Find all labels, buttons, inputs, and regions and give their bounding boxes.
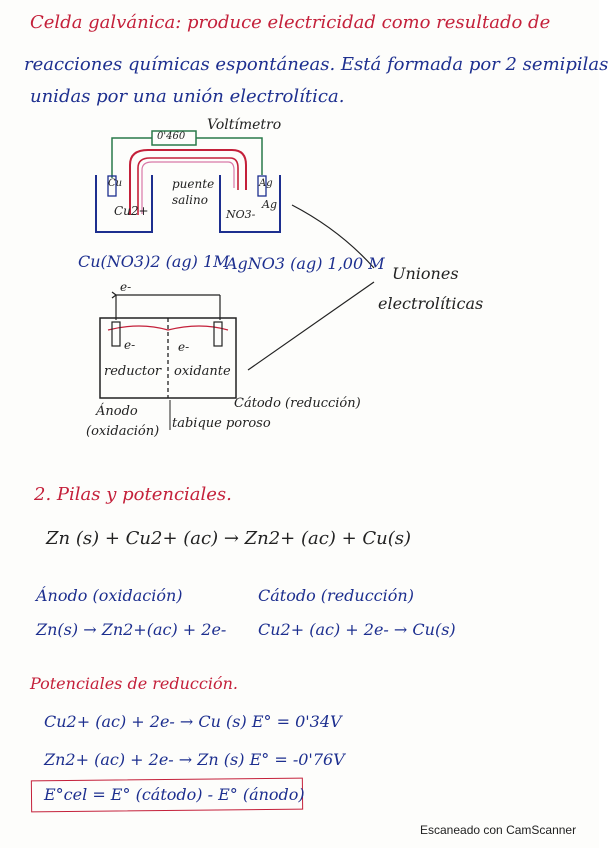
uniones-label-2: electrolíticas bbox=[378, 294, 484, 313]
cathode-rod bbox=[213, 321, 223, 347]
cu-electrode-label: Cu bbox=[108, 178, 123, 189]
salt-bridge-outer bbox=[129, 149, 247, 215]
intro-line-3: unidas por una unión electrolítica. bbox=[30, 86, 345, 107]
electron-flow-label: e- bbox=[120, 280, 132, 294]
right-solution-label: AgNO3 (ag) 1,00 M bbox=[226, 254, 385, 273]
anodo-label-1: Ánodo bbox=[96, 404, 138, 419]
pointer-line-2 bbox=[247, 281, 375, 371]
salt-bridge-label-2: salino bbox=[172, 193, 208, 207]
tabique-label: tabique poroso bbox=[172, 416, 271, 431]
catodo-header: Cátodo (reducción) bbox=[258, 586, 414, 605]
left-solution-label: Cu(NO3)2 (ag) 1M bbox=[78, 252, 230, 271]
oxidante-label: oxidante bbox=[174, 364, 231, 379]
ag-electrode-label: Ag bbox=[259, 178, 273, 189]
voltmeter-label: Voltímetro bbox=[207, 117, 282, 133]
camscanner-watermark: Escaneado con CamScanner bbox=[420, 823, 577, 837]
anodo-label-2: (oxidación) bbox=[86, 424, 160, 439]
reductor-label: reductor bbox=[104, 364, 162, 379]
uniones-label-1: Uniones bbox=[392, 264, 459, 283]
intro-line-2: reacciones químicas espontáneas. Está fo… bbox=[24, 54, 608, 75]
salt-bridge-tube bbox=[141, 161, 235, 214]
anodo-header: Ánodo (oxidación) bbox=[36, 586, 183, 605]
wire-right bbox=[196, 137, 263, 175]
salt-bridge-inner bbox=[137, 157, 239, 215]
potential-reaction-cu: Cu2+ (ac) + 2e- → Cu (s) E° = 0'34V bbox=[44, 712, 342, 731]
solution-wave bbox=[107, 325, 229, 331]
beaker-right bbox=[219, 175, 281, 233]
voltmeter-reading: 0'460 bbox=[157, 131, 186, 142]
cu-ion-label: Cu2+ bbox=[114, 204, 149, 218]
wire-left bbox=[111, 137, 152, 178]
anode-electron-label: e- bbox=[124, 338, 136, 352]
anode-rod bbox=[111, 321, 121, 347]
catodo-label: Cátodo (reducción) bbox=[234, 396, 361, 411]
pointer-line-1 bbox=[291, 204, 375, 269]
nitrate-ion-label: NO3- bbox=[226, 208, 256, 221]
anodo-reaction: Zn(s) → Zn2+(ac) + 2e- bbox=[36, 620, 227, 639]
intro-line-1: Celda galvánica: produce electricidad co… bbox=[30, 12, 551, 33]
catodo-reaction: Cu2+ (ac) + 2e- → Cu(s) bbox=[258, 620, 456, 639]
ag-ion-label: Ag bbox=[262, 198, 277, 211]
electrode-cu bbox=[107, 175, 117, 197]
salt-bridge-label-1: puente bbox=[172, 177, 215, 191]
section2-title: 2. Pilas y potenciales. bbox=[34, 484, 232, 505]
potential-reaction-zn: Zn2+ (ac) + 2e- → Zn (s) E° = -0'76V bbox=[44, 750, 345, 769]
section3-title: Potenciales de reducción. bbox=[30, 674, 238, 693]
electron-arrow-head bbox=[111, 291, 117, 299]
beaker-left bbox=[95, 175, 153, 233]
cathode-electron-label: e- bbox=[178, 340, 190, 354]
electrode-ag bbox=[257, 175, 267, 197]
cell-potential-formula: E°cel = E° (cátodo) - E° (ánodo) bbox=[44, 785, 305, 804]
section2-reaction: Zn (s) + Cu2+ (ac) → Zn2+ (ac) + Cu(s) bbox=[46, 528, 412, 549]
